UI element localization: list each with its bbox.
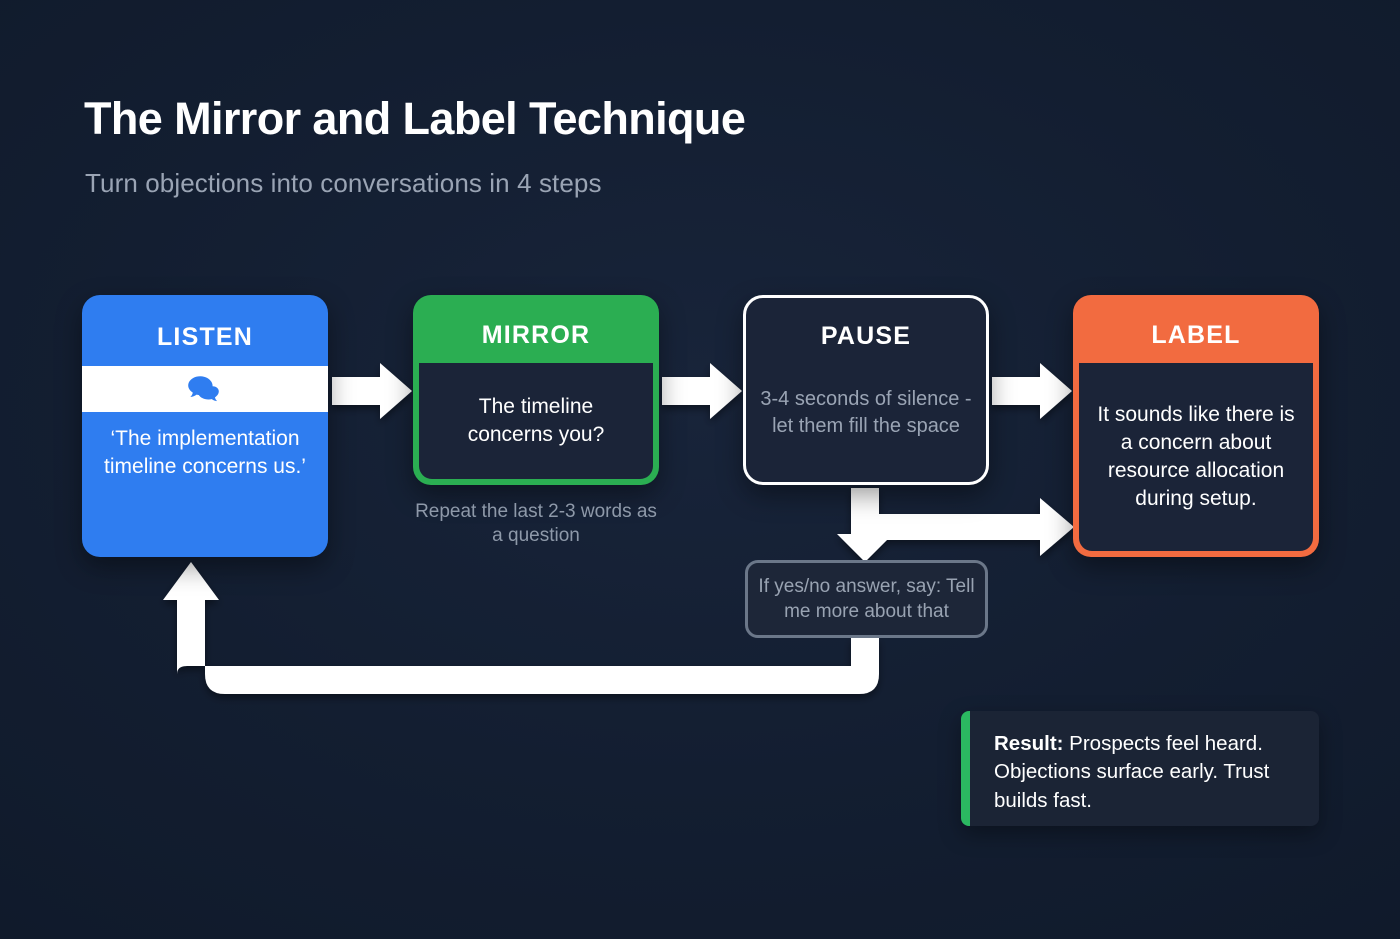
arrow-pause-to-label (992, 363, 1072, 419)
step-caption-mirror: Repeat the last 2-3 words as a question (415, 501, 657, 547)
step-body-mirror: The timeline concerns you? (419, 363, 653, 479)
step-body-label: It sounds like there is a concern about … (1079, 363, 1313, 551)
listen-icon-band (82, 366, 328, 412)
result-text: Prospects feel heard. Objections surface… (994, 732, 1270, 812)
page-subtitle: Turn objections into conversations in 4 … (85, 168, 602, 198)
arrow-mirror-to-pause (662, 363, 742, 419)
conditional-note-box: If yes/no answer, say: Tell me more abou… (745, 560, 988, 638)
arrow-pause-stem (851, 488, 879, 514)
result-callout: Result: Prospects feel heard. Objections… (961, 711, 1319, 826)
step-header-mirror: MIRROR (481, 321, 591, 349)
arrow-pause-branch-to-label (851, 498, 1074, 556)
step-card-label[interactable]: LABEL It sounds like there is a concern … (1073, 295, 1319, 557)
page-title: The Mirror and Label Technique (84, 93, 746, 144)
step-card-listen[interactable]: LISTEN ‘The implementation timeline conc… (82, 295, 328, 557)
step-card-mirror[interactable]: MIRROR The timeline concerns you? (413, 295, 659, 485)
step-card-pause[interactable]: PAUSE 3-4 seconds of silence - let them … (743, 295, 989, 485)
step-body-pause: 3-4 seconds of silence - let them fill t… (760, 388, 972, 437)
arrow-listen-to-mirror (332, 363, 412, 419)
step-header-label: LABEL (1151, 321, 1241, 349)
step-header-listen: LISTEN (156, 323, 254, 351)
speech-bubbles-icon (187, 374, 223, 404)
step-header-pause: PAUSE (820, 322, 912, 350)
arrow-pause-to-note (837, 510, 893, 562)
step-body-listen: ‘The implementation timeline concerns us… (104, 427, 306, 478)
result-label: Result: (994, 732, 1064, 755)
